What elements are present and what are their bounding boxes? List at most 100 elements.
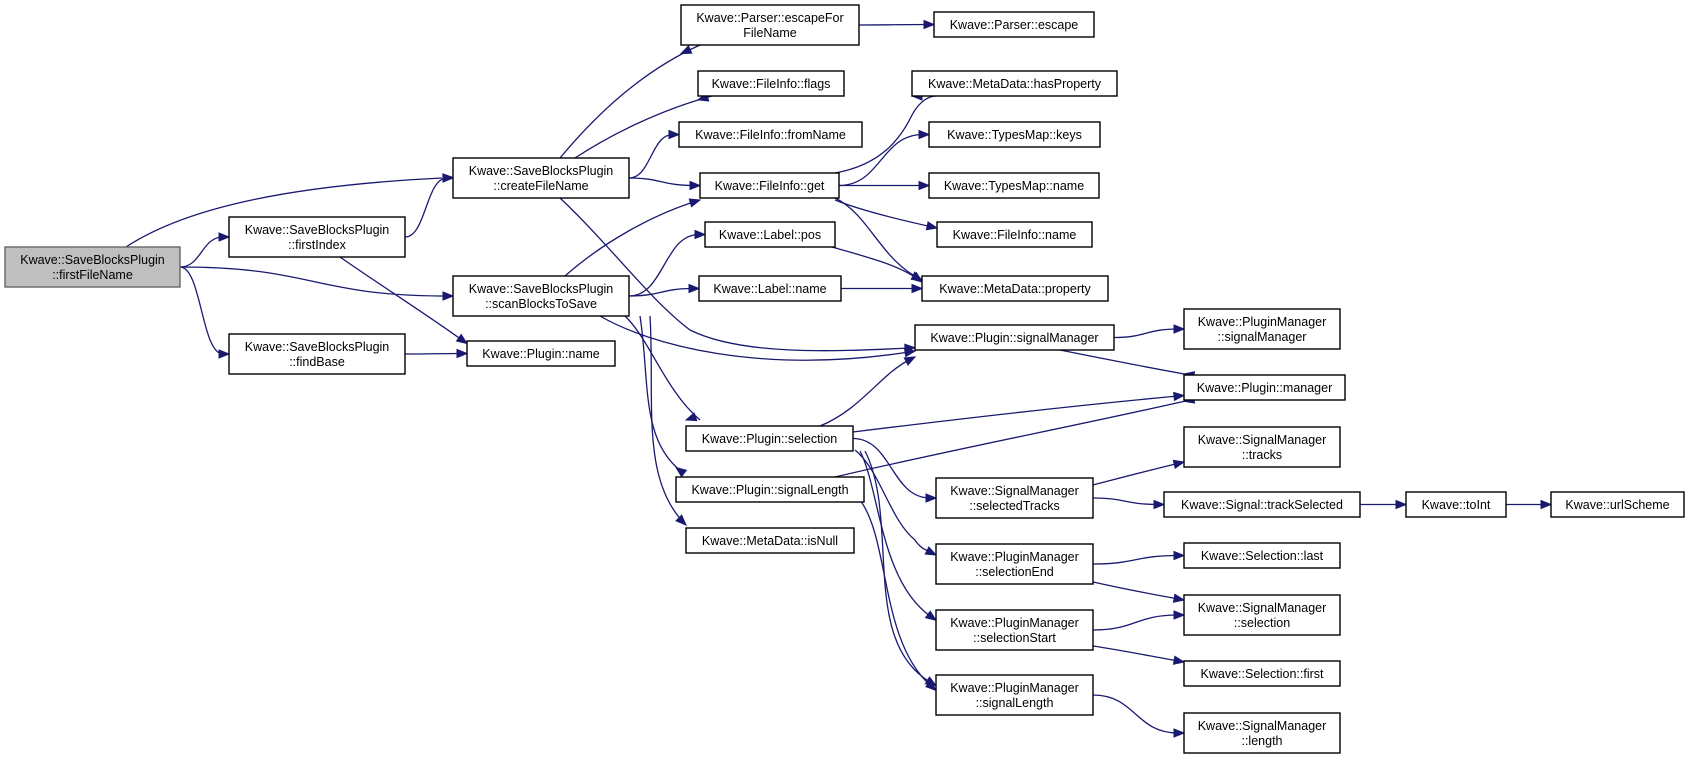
arrowhead-icon [442, 173, 455, 183]
node-selectionEnd[interactable]: Kwave::PluginManager::selectionEnd [935, 543, 1094, 585]
node-box [685, 425, 854, 452]
node-box [1405, 491, 1507, 518]
edge-line [599, 315, 910, 361]
node-fileInfoGet[interactable]: Kwave::FileInfo::get [699, 172, 840, 199]
edge-line [1092, 461, 1185, 486]
edge-root-to-firstIndex [179, 232, 231, 268]
node-findBase[interactable]: Kwave::SaveBlocksPlugin::findBase [228, 333, 406, 375]
node-label: ::findBase [289, 355, 345, 369]
node-typesName[interactable]: Kwave::TypesMap::name [928, 172, 1100, 199]
node-box [935, 674, 1094, 716]
node-pluginSignalManager[interactable]: Kwave::Plugin::signalManager [914, 324, 1115, 351]
node-selectionFirst[interactable]: Kwave::Selection::first [1183, 660, 1341, 687]
node-pluginManager[interactable]: Kwave::Plugin::manager [1183, 374, 1346, 401]
node-smLength[interactable]: Kwave::SignalManager::length [1183, 712, 1341, 754]
edge-createFileName-to-fromName [628, 129, 681, 179]
node-box [228, 333, 406, 375]
edge-line [179, 266, 224, 355]
node-label: Kwave::Plugin::name [482, 347, 599, 361]
node-fromName[interactable]: Kwave::FileInfo::fromName [678, 121, 863, 148]
arrowhead-icon [925, 679, 938, 692]
node-label: Kwave::MetaData::property [939, 282, 1091, 296]
node-selectedTracks[interactable]: Kwave::SignalManager::selectedTracks [935, 477, 1094, 519]
arrowhead-icon [675, 514, 687, 526]
node-label: ::selectedTracks [969, 499, 1060, 513]
node-label: Kwave::SignalManager [1198, 601, 1327, 615]
edge-createFileName-to-fileInfoGet [628, 177, 702, 191]
edge-scanBlocksToSave-to-pluginSignalLength [639, 315, 688, 478]
node-pluginSignalLength[interactable]: Kwave::Plugin::signalLength [675, 476, 865, 503]
edge-labelPos-to-property [831, 246, 924, 283]
node-label: ::signalManager [1218, 330, 1307, 344]
node-box [1183, 660, 1341, 687]
node-selectionLast[interactable]: Kwave::Selection::last [1183, 542, 1341, 569]
edge-line [859, 450, 931, 617]
node-scanBlocksToSave[interactable]: Kwave::SaveBlocksPlugin::scanBlocksToSav… [452, 275, 630, 317]
node-label: Kwave::FileInfo::get [715, 179, 825, 193]
node-box [704, 221, 836, 248]
arrowhead-icon [918, 180, 931, 191]
edge-pluginSelection-to-pluginSignalManager [819, 356, 917, 427]
node-pmSignalLength[interactable]: Kwave::PluginManager::signalLength [935, 674, 1094, 716]
node-root[interactable]: Kwave::SaveBlocksPlugin::firstFileName [4, 246, 181, 288]
edge-line [179, 236, 224, 268]
edge-pluginSignalLength-to-pmSignalLength [859, 499, 938, 692]
node-box [1183, 712, 1341, 754]
node-pluginSelection[interactable]: Kwave::Plugin::selection [685, 425, 854, 452]
node-selectionStart[interactable]: Kwave::PluginManager::selectionStart [935, 609, 1094, 651]
node-box [4, 246, 181, 288]
edge-toInt-to-urlScheme [1505, 499, 1553, 510]
edge-line [858, 23, 929, 26]
node-trackSelected[interactable]: Kwave::Signal::trackSelected [1163, 491, 1361, 518]
node-flags[interactable]: Kwave::FileInfo::flags [697, 70, 845, 97]
node-createFileName[interactable]: Kwave::SaveBlocksPlugin::createFileName [452, 157, 630, 199]
node-label: Kwave::Selection::last [1201, 549, 1324, 563]
edge-fileInfoGet-to-fileInfoName [834, 199, 939, 231]
edge-line [854, 449, 931, 553]
node-isNull[interactable]: Kwave::MetaData::isNull [685, 527, 855, 554]
node-label: Kwave::SaveBlocksPlugin [20, 253, 165, 267]
node-firstIndex[interactable]: Kwave::SaveBlocksPlugin::firstIndex [228, 216, 406, 258]
node-property[interactable]: Kwave::MetaData::property [921, 275, 1109, 302]
arrowhead-icon [689, 180, 702, 191]
arrowhead-icon [679, 44, 693, 55]
node-smSelection[interactable]: Kwave::SignalManager::selection [1183, 594, 1341, 636]
node-typesKeys[interactable]: Kwave::TypesMap::keys [928, 121, 1101, 148]
node-label: ::firstIndex [288, 238, 346, 252]
node-box [697, 70, 845, 97]
edge-firstIndex-to-createFileName [404, 173, 455, 238]
edge-selectionEnd-to-smSelection [1092, 581, 1186, 603]
node-box [928, 121, 1101, 148]
edge-scanBlocksToSave-to-fileInfoGet [564, 198, 702, 277]
node-toInt[interactable]: Kwave::toInt [1405, 491, 1507, 518]
edge-line [1092, 581, 1185, 601]
edge-pluginSelection-to-selectedTracks [852, 437, 938, 503]
node-box [1183, 426, 1341, 468]
node-smTracks[interactable]: Kwave::SignalManager::tracks [1183, 426, 1341, 468]
arrowhead-icon [1173, 550, 1186, 561]
node-hasProperty[interactable]: Kwave::MetaData::hasProperty [911, 70, 1118, 97]
node-pluginName[interactable]: Kwave::Plugin::name [466, 340, 616, 367]
node-parserEscape[interactable]: Kwave::Parser::escape [933, 11, 1095, 38]
edge-labelName-to-property [841, 283, 924, 294]
edge-line [559, 44, 701, 159]
edge-line [624, 315, 701, 421]
edge-selectionEnd-to-selectionLast [1092, 550, 1186, 565]
arrowhead-icon [1172, 459, 1186, 470]
edge-createFileName-to-escapeForFileName [559, 44, 701, 159]
node-urlScheme[interactable]: Kwave::urlScheme [1550, 491, 1685, 518]
edge-line [831, 246, 923, 283]
arrowhead-icon [1395, 499, 1408, 510]
arrowhead-icon [1153, 499, 1166, 510]
edge-pluginSelection-to-pluginManager [852, 391, 1186, 433]
node-box [933, 11, 1095, 38]
node-box [935, 477, 1094, 519]
edge-line [125, 177, 443, 248]
edge-selectionStart-to-smSelection [1092, 610, 1186, 631]
node-pmSignalManager[interactable]: Kwave::PluginManager::signalManager [1183, 308, 1341, 350]
edge-line [564, 199, 701, 277]
node-labelPos[interactable]: Kwave::Label::pos [704, 221, 836, 248]
node-labelName[interactable]: Kwave::Label::name [698, 275, 842, 302]
node-fileInfoName[interactable]: Kwave::FileInfo::name [936, 221, 1093, 248]
